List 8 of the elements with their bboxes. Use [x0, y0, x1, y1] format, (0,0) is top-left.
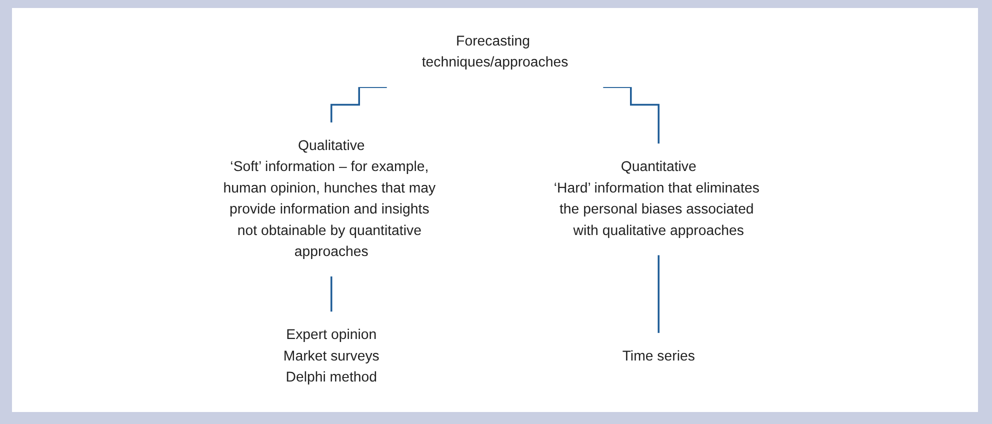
connector [330, 275, 332, 313]
node-text: Quantitative ‘Hard’ information that eliminates the personal biases associated with qualitative approaches [554, 160, 760, 238]
connector [658, 254, 660, 334]
connector [603, 86, 660, 145]
node-text: Time series [622, 348, 695, 364]
connector [330, 86, 387, 124]
node-text: Expert opinion Market surveys Delphi method [283, 328, 380, 386]
node-text: Qualitative ‘Soft’ information – for example, human opinion, hunches that may provide information and insights not obtainable by quantitative approaches [223, 138, 436, 260]
